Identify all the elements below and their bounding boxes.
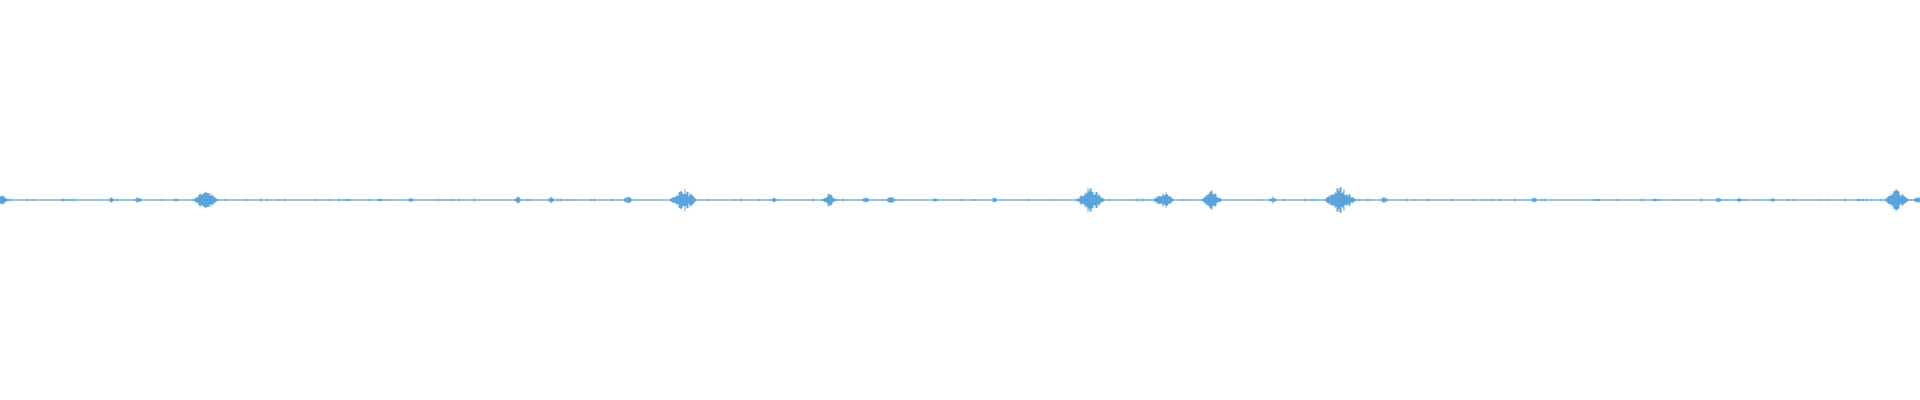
waveform-burst	[406, 197, 415, 203]
waveform-burst	[1268, 196, 1278, 204]
waveform-burst	[861, 197, 871, 203]
waveform-burst	[59, 198, 68, 202]
waveform-burst	[546, 196, 556, 204]
waveform-burst	[1912, 197, 1920, 203]
waveform-burst	[1152, 192, 1175, 208]
waveform-burst	[931, 198, 940, 202]
waveform-burst	[1735, 197, 1744, 203]
waveform-burst	[107, 197, 116, 203]
waveform-noise	[0, 198, 1912, 202]
waveform-burst	[0, 195, 9, 205]
waveform-burst	[669, 188, 698, 212]
waveform-burst	[192, 192, 219, 208]
waveform-burst	[1651, 198, 1660, 202]
waveform-burst	[1854, 198, 1863, 202]
waveform-burst	[821, 193, 838, 207]
waveform-burst	[990, 197, 999, 203]
waveform-burst	[1593, 198, 1602, 202]
waveform-burst	[1379, 196, 1389, 204]
waveform-burst	[1883, 189, 1911, 211]
waveform-burst	[1530, 197, 1539, 203]
waveform-burst	[1200, 190, 1223, 210]
waveform-burst	[885, 197, 897, 203]
waveform-burst	[1714, 197, 1723, 203]
waveform-burst	[622, 196, 634, 204]
waveform-bursts	[0, 186, 1920, 214]
